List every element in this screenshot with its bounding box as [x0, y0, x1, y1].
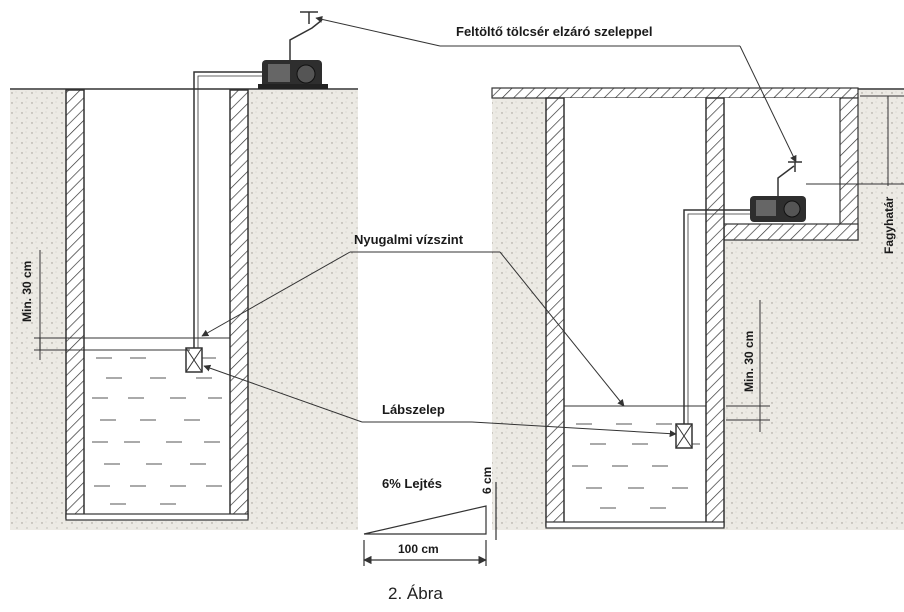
- left-min-depth-label: Min. 30 cm: [20, 260, 34, 322]
- right-well-water: [564, 405, 706, 509]
- slope-label: 6% Lejtés: [382, 476, 442, 491]
- right-foot-valve-mark2: [675, 423, 693, 449]
- right-suction-pipe: [683, 209, 752, 424]
- slope-run-label: 100 cm: [398, 542, 439, 556]
- right-pump-icon: [750, 161, 904, 222]
- left-suction-pipe-inner: [197, 75, 266, 348]
- left-min-depth-dimension: [34, 250, 198, 360]
- figure-caption: 2. Ábra: [388, 584, 443, 603]
- slope-rise-label: 6 cm: [480, 466, 494, 494]
- left-pump-icon: [258, 11, 328, 89]
- right-well-floor: [545, 521, 725, 529]
- callout-lines: [201, 15, 797, 438]
- funnel-valve-label: Feltöltő tölcsér elzáró szeleppel: [456, 24, 653, 39]
- left-well-wall-right: [229, 89, 249, 519]
- frost-line-dimension: [860, 95, 904, 186]
- left-well-floor: [65, 513, 249, 521]
- slope-triangle: [363, 482, 497, 566]
- right-suction-pipe-inner: [687, 213, 752, 424]
- right-min-depth-dimension: [726, 300, 770, 432]
- left-well-interior: [84, 90, 230, 514]
- static-water-level-label: Nyugalmi vízszint: [354, 232, 464, 247]
- left-well-wall-left: [65, 89, 85, 519]
- left-suction-pipe: [193, 71, 266, 348]
- right-well-interior: [564, 98, 706, 524]
- right-well-wall-right: [705, 97, 725, 527]
- right-min-depth-label: Min. 30 cm: [742, 330, 756, 392]
- right-top-slab: [491, 87, 859, 99]
- right-chamber-wall: [839, 97, 859, 241]
- foot-valve-label: Lábszelep: [382, 402, 445, 417]
- frost-line-label: Fagyhatár: [882, 196, 896, 254]
- right-chamber-floor: [723, 223, 859, 241]
- left-foot-valve-mark2: [185, 347, 203, 373]
